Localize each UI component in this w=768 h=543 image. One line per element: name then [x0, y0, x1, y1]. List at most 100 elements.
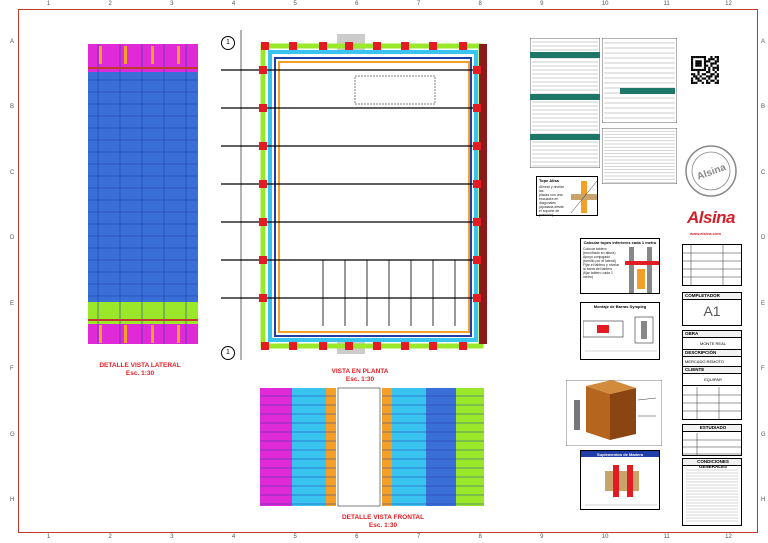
detail-calcular-line: (fijar tablero cada 1 metro): [583, 271, 613, 279]
detail-montaje-sketch: [583, 316, 657, 352]
plan-view-title: VISTA EN PLANTA: [331, 368, 389, 375]
project-info-grid: [683, 387, 741, 419]
notes-table: [602, 38, 677, 123]
ruler-col-bottom-8: 8: [478, 534, 482, 540]
detail-tope-line: el soporte de posición): [539, 209, 560, 217]
frontal-view-caption: DETALLE VISTA FRONTAL Esc. 1:30: [328, 514, 438, 530]
detail-suplementos-title: Suplementos de Madera: [581, 451, 659, 457]
section-mark-bottom: 1: [221, 346, 235, 360]
ruler-col-3: 3: [170, 1, 174, 7]
instructions-box: [602, 128, 677, 184]
ruler-col-10: 10: [601, 1, 609, 7]
svg-text:Alsina: Alsina: [696, 162, 728, 183]
lateral-view-title: DETALLE VISTA LATERAL: [99, 362, 181, 369]
conditions-text: [686, 469, 738, 522]
ruler-row-A: A: [10, 38, 15, 45]
ruler-row-right-C: C: [761, 169, 766, 176]
detail-tope-line: (ajustada desde: [539, 205, 564, 209]
ruler-row-right-B: B: [761, 104, 766, 111]
sheet-frame: [18, 9, 758, 533]
ruler-col-9: 9: [540, 1, 544, 7]
ruler-col-11: 11: [663, 1, 670, 7]
plan-view-drawing: [221, 30, 487, 360]
revision-table: [682, 244, 742, 286]
obra-label: OBRA: [683, 331, 741, 338]
obra-value: MONTE REAL: [683, 338, 741, 350]
detail-calcular-sketch: [625, 247, 659, 293]
ruler-row-F: F: [10, 366, 14, 373]
format-box: COMPLETADOR A1: [682, 292, 742, 326]
frontal-view-scale: Esc. 1:30: [368, 522, 398, 529]
conditions-title: CONDICIONES GENERALES: [683, 459, 741, 469]
studied-box: ESTUDIADO: [682, 424, 742, 456]
qr-code: [691, 56, 719, 84]
plan-view-caption: VISTA EN PLANTA Esc. 1:30: [300, 368, 420, 384]
desc-value: MERCADO REMOTO: [683, 357, 741, 367]
ruler-col-bottom-10: 10: [601, 534, 609, 540]
detail-calcular-line: Fijar el tablero y nivelar: [583, 263, 620, 267]
frontal-view-title: DETALLE VISTA FRONTAL: [341, 514, 425, 521]
ruler-col-5: 5: [293, 1, 297, 7]
ruler-col-7: 7: [416, 1, 421, 7]
studied-grid: [683, 433, 741, 455]
section-mark-top: 1: [221, 36, 235, 50]
ruler-col-bottom-12: 12: [725, 534, 732, 540]
ruler-col-1: 1: [46, 1, 51, 7]
ruler-col-12: 12: [725, 1, 732, 7]
ruler-row-H: H: [10, 497, 15, 504]
ruler-col-bottom-11: 11: [663, 534, 670, 540]
ruler-row-G: G: [10, 431, 15, 438]
ruler-col-bottom-6: 6: [355, 534, 359, 540]
desc-label: DESCRIPCIÓN: [683, 350, 741, 357]
studied-label: ESTUDIADO: [683, 425, 741, 432]
lateral-view-scale: Esc. 1:30: [125, 370, 155, 377]
detail-tope-line: placas con una: [539, 193, 563, 197]
detail-calcular-line: Apoyo conjugado: [583, 255, 611, 259]
ruler-col-bottom-7: 7: [416, 534, 421, 540]
detail-tope-title: Tope Alisa: [539, 178, 559, 183]
ruler-col-6: 6: [355, 1, 359, 7]
ruler-col-4: 4: [231, 1, 236, 7]
detail-tope-sketch: [571, 181, 597, 213]
brand-logo: Alsina: [687, 208, 736, 227]
plan-view-scale: Esc. 1:30: [345, 376, 375, 383]
detail-calcular: Calcular topes inferiores cada 1 metro C…: [580, 238, 660, 294]
detail-calcular-line: (encofrado en altura): [583, 251, 616, 255]
detail-suplementos: Suplementos de Madera: [580, 450, 660, 510]
conditions-box: CONDICIONES GENERALES: [682, 458, 742, 526]
lateral-view-drawing: [88, 44, 198, 344]
frontal-view-drawing: [260, 387, 484, 507]
detail-calcular-line: Colocar tablero: [583, 247, 607, 251]
ruler-row-right-D: D: [761, 235, 766, 242]
ruler-row-right-F: F: [761, 366, 765, 373]
cliente-label: CLIENTE: [683, 367, 741, 374]
project-info-box: OBRA MONTE REAL DESCRIPCIÓN MERCADO REMO…: [682, 330, 742, 420]
brand-url: www.alsina.com: [690, 231, 721, 236]
detail-tope-line: Alinear y nivelar las: [539, 185, 564, 193]
detail-suplementos-sketch: [585, 465, 657, 506]
ruler-col-bottom-5: 5: [293, 534, 297, 540]
ruler-row-right-A: A: [761, 38, 766, 45]
detail-calcular-text: Colocar tablero(encofrado en altura)Apoy…: [583, 247, 623, 279]
ruler-col-8: 8: [478, 1, 482, 7]
ruler-row-E: E: [10, 300, 15, 307]
ruler-row-C: C: [10, 169, 15, 176]
detail-3d-formwork: [566, 380, 662, 446]
alsina-seal-logo: Alsina: [685, 145, 737, 197]
ruler-row-right-H: H: [761, 497, 766, 504]
detail-calcular-line: (tornillo por el lateral): [583, 259, 616, 263]
detail-calcular-title: Calcular topes inferiores cada 1 metro: [583, 240, 657, 245]
detail-tope-line: escuadra en: [539, 197, 559, 201]
ruler-col-bottom-2: 2: [108, 534, 112, 540]
format-label: COMPLETADOR: [683, 293, 741, 300]
ruler-col-bottom-1: 1: [46, 534, 51, 540]
cliente-value: EQUIPAR: [683, 374, 741, 386]
materials-table: [530, 38, 600, 168]
ruler-row-right-G: G: [761, 431, 766, 438]
detail-calcular-line: la barra del tablero: [583, 267, 613, 271]
ruler-col-bottom-9: 9: [540, 534, 544, 540]
detail-montaje: Montaje de Barras Sympleg: [580, 302, 660, 360]
ruler-row-B: B: [10, 104, 15, 111]
